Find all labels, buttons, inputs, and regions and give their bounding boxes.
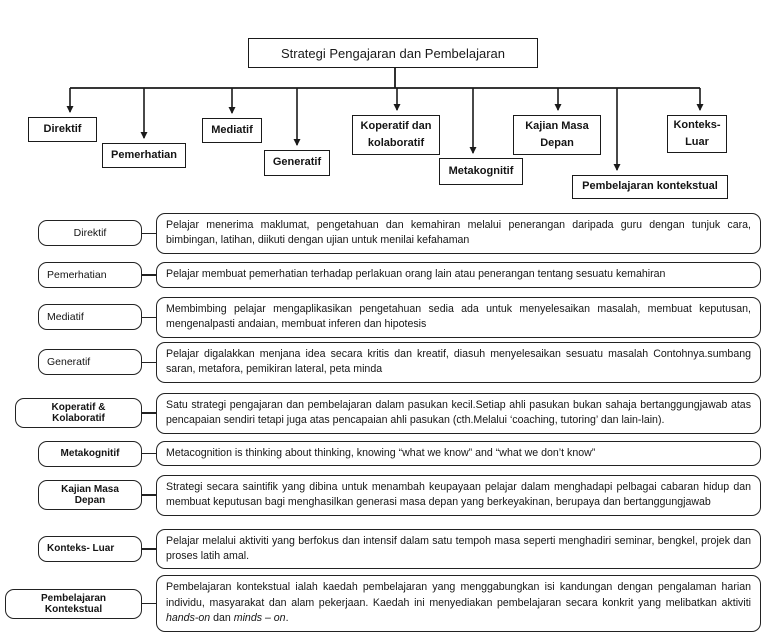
label-metakognitif: Metakognitif <box>38 440 142 467</box>
row-konteks-luar: Konteks- Luar Pelajar melalui aktiviti y… <box>0 528 768 570</box>
flowchart-connector-lines <box>66 68 704 171</box>
row-connector-line <box>142 412 156 414</box>
row-connector-line <box>142 548 156 550</box>
row-connector-line <box>142 316 156 319</box>
row-generatif: Generatif Pelajar digalakkan menjana ide… <box>0 341 768 383</box>
flow-node-generatif: Generatif <box>264 150 330 176</box>
desc-pembelajaran-kontekstual: Pembelajaran kontekstual ialah kaedah pe… <box>156 575 761 632</box>
row-connector-line <box>142 232 156 235</box>
row-kajian-masa-depan: Kajian Masa Depan Strategi secara sainti… <box>0 474 768 516</box>
label-mediatif: Mediatif <box>38 304 142 331</box>
label-direktif: Direktif <box>38 220 142 247</box>
flow-node-pembelajaran-kontekstual: Pembelajaran kontekstual <box>572 175 728 199</box>
flow-node-koperatif-kolaboratif: Koperatif dan kolaboratif <box>352 115 440 155</box>
label-generatif: Generatif <box>38 349 142 376</box>
row-pemerhatian: Pemerhatian Pelajar membuat pemerhatian … <box>0 261 768 288</box>
desc-generatif: Pelajar digalakkan menjana idea secara k… <box>156 341 761 383</box>
flow-node-mediatif: Mediatif <box>202 118 262 143</box>
label-kajian-masa-depan: Kajian Masa Depan <box>38 480 142 511</box>
desc-text-part: . <box>285 612 289 625</box>
row-connector-line <box>142 452 156 455</box>
desc-metakognitif: Metacognition is thinking about thinking… <box>156 440 761 467</box>
desc-italic-minds-on: minds – on <box>233 612 286 625</box>
row-koperatif-kolaboratif: Koperatif & Kolaboratif Satu strategi pe… <box>0 392 768 434</box>
row-connector-line <box>142 494 156 496</box>
row-connector-line <box>142 274 156 276</box>
label-konteks-luar: Konteks- Luar <box>38 535 142 562</box>
desc-text-part: dan <box>210 612 234 625</box>
row-pembelajaran-kontekstual: Pembelajaran Kontekstual Pembelajaran ko… <box>0 575 768 632</box>
desc-pemerhatian: Pelajar membuat pemerhatian terhadap per… <box>156 262 761 288</box>
flow-node-direktif: Direktif <box>28 117 97 142</box>
desc-kajian-masa-depan: Strategi secara saintifik yang dibina un… <box>156 474 761 516</box>
strategy-definitions: Direktif Pelajar menerima maklumat, peng… <box>0 203 768 632</box>
flow-node-pemerhatian: Pemerhatian <box>102 143 186 168</box>
label-pemerhatian: Pemerhatian <box>38 261 142 288</box>
desc-italic-hands-on: hands-on <box>166 612 211 625</box>
diagram-title: Strategi Pengajaran dan Pembelajaran <box>248 38 538 68</box>
desc-mediatif: Membimbing pelajar mengaplikasikan penge… <box>156 296 761 338</box>
label-koperatif-kolaboratif: Koperatif & Kolaboratif <box>15 398 142 429</box>
label-pembelajaran-kontekstual: Pembelajaran Kontekstual <box>5 588 142 619</box>
flow-node-metakognitif: Metakognitif <box>439 158 523 185</box>
desc-koperatif-kolaboratif: Satu strategi pengajaran dan pembelajara… <box>156 392 761 434</box>
flow-node-konteks-luar: Konteks- Luar <box>667 115 727 153</box>
flow-node-kajian-masa-depan: Kajian Masa Depan <box>513 115 601 155</box>
row-connector-line <box>142 361 156 364</box>
row-connector-line <box>142 602 156 605</box>
row-direktif: Direktif Pelajar menerima maklumat, peng… <box>0 213 768 254</box>
strategy-flowchart: Strategi Pengajaran dan Pembelajaran Dir… <box>0 0 768 205</box>
row-metakognitif: Metakognitif Metacognition is thinking a… <box>0 440 768 467</box>
row-mediatif: Mediatif Membimbing pelajar mengaplikasi… <box>0 296 768 338</box>
desc-direktif: Pelajar menerima maklumat, pengetahuan d… <box>156 213 761 254</box>
desc-konteks-luar: Pelajar melalui aktiviti yang berfokus d… <box>156 528 761 570</box>
desc-text-part: Pembelajaran kontekstual ialah kaedah pe… <box>166 581 751 609</box>
